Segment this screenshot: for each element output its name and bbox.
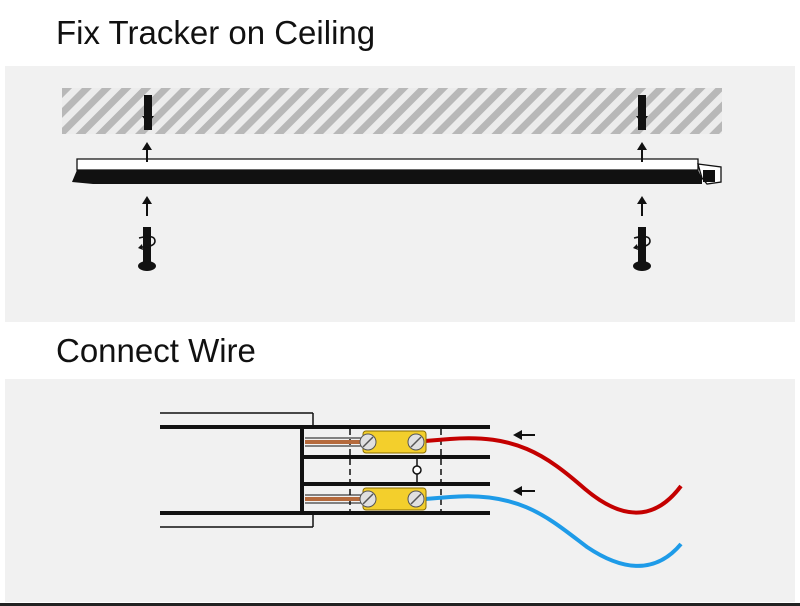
blue-wire: [424, 494, 683, 568]
terminal-screw-icon: [407, 490, 425, 508]
track-body: [160, 412, 314, 528]
arrow-up-icon: [142, 196, 152, 216]
rotate-icon: [138, 235, 156, 250]
connector-bottom: [359, 487, 427, 511]
brown-wire-top: [305, 437, 365, 447]
screw-icon: [633, 227, 651, 271]
arrow-up-icon: [142, 142, 152, 162]
brown-wire-bottom: [305, 494, 365, 504]
arrow-up-icon: [637, 142, 647, 162]
connector-top: [359, 430, 427, 454]
section-title-fix-tracker: Fix Tracker on Ceiling: [56, 14, 376, 51]
terminal-screw-icon: [359, 433, 377, 451]
ceiling-hatched-area: [62, 88, 722, 134]
mounting-right: [633, 95, 651, 271]
arrow-left-icon: [513, 486, 535, 496]
screw-icon: [636, 95, 648, 130]
section-title-connect-wire: Connect Wire: [56, 332, 256, 369]
terminal-screw-icon: [359, 490, 377, 508]
rotate-icon: [633, 235, 651, 250]
screw-icon: [138, 227, 156, 271]
red-wire: [424, 436, 683, 515]
connect-wire-diagram: [160, 412, 683, 568]
screw-icon: [142, 95, 154, 130]
fix-tracker-panel: [5, 66, 795, 322]
arrow-up-icon: [637, 196, 647, 216]
tracker-profile: [72, 158, 722, 185]
mounting-left: [138, 95, 156, 271]
bottom-divider: [0, 603, 800, 606]
fix-tracker-diagram: [62, 88, 722, 271]
connect-wire-panel: [5, 379, 795, 602]
arrow-left-icon: [513, 430, 535, 440]
terminal-screw-icon: [407, 433, 425, 451]
